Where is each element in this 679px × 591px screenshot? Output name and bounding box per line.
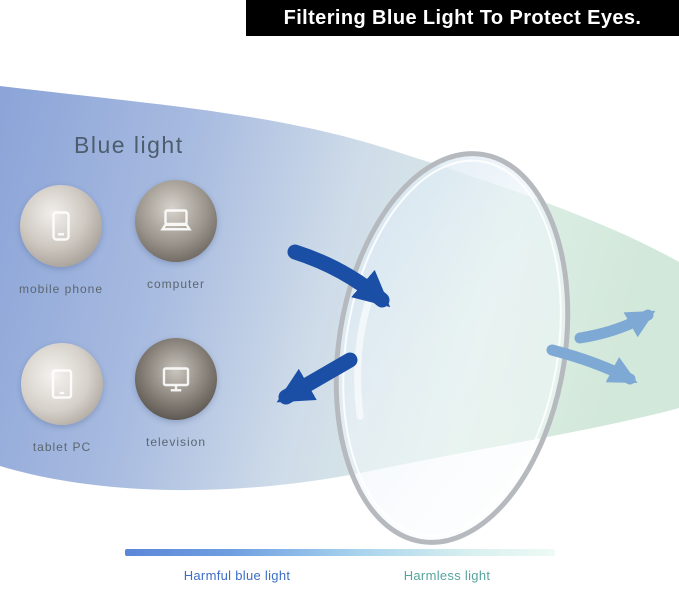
tv-icon [162, 367, 190, 392]
mobile-phone-photo [20, 185, 102, 267]
smartphone-icon [52, 211, 70, 241]
laptop-icon [160, 209, 192, 231]
light-spectrum-bar [125, 549, 555, 556]
header-title: Filtering Blue Light To Protect Eyes. [283, 6, 642, 29]
device-item-television: television [116, 338, 236, 449]
transmitted-arrow-down [546, 344, 638, 385]
device-label: computer [146, 277, 206, 291]
incoming-blue-arrow [287, 244, 391, 308]
blue-light-label: Blue light [74, 132, 184, 158]
transmitted-arrow-up [574, 309, 656, 344]
television-photo [135, 338, 217, 420]
lens [333, 151, 571, 545]
tablet-pc-photo [21, 343, 103, 425]
harmless-light-label: Harmless light [403, 568, 491, 583]
device-label: tablet PC [32, 440, 92, 454]
device-item-mobile-phone: mobile phone [1, 185, 121, 296]
device-item-computer: computer [116, 180, 236, 291]
tablet-icon [51, 369, 73, 399]
device-item-tablet-pc: tablet PC [2, 343, 122, 454]
reflected-blue-arrow [276, 352, 358, 405]
header-banner: Filtering Blue Light To Protect Eyes. [246, 0, 679, 36]
device-label: television [145, 435, 207, 449]
computer-photo [135, 180, 217, 262]
harmful-light-label: Harmful blue light [183, 568, 291, 583]
device-label: mobile phone [18, 282, 104, 296]
